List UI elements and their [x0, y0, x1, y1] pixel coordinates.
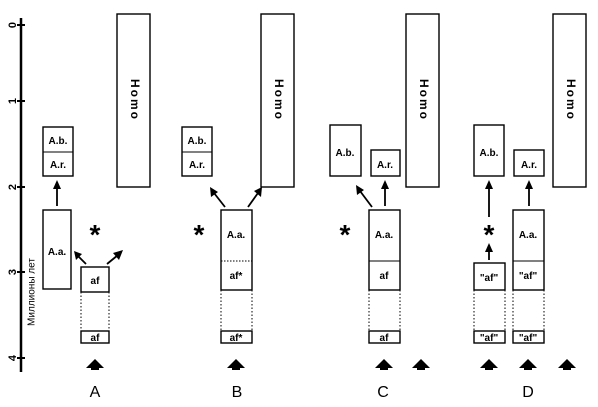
up-marker-stem — [485, 366, 493, 370]
up-marker-icon — [558, 359, 576, 368]
box-label: af — [91, 276, 101, 287]
arrow-left — [359, 190, 373, 208]
box-label: af — [91, 333, 101, 344]
arrow-head — [74, 251, 82, 260]
box-label: A.r. — [521, 160, 537, 171]
box-label: A.r. — [50, 160, 66, 171]
box-label: A.b. — [336, 148, 355, 159]
arrow-right — [247, 192, 259, 208]
box-label: "af" — [480, 333, 499, 344]
arrow-left — [213, 192, 226, 208]
up-marker-icon — [519, 359, 537, 368]
box-d-homo — [552, 13, 587, 188]
box-d-aa-af — [512, 209, 545, 291]
panel-label-a: A — [90, 384, 101, 401]
box-label: A.a. — [227, 230, 246, 241]
box-label: af — [380, 271, 390, 282]
box-a-af — [80, 266, 110, 293]
box-label: A.a. — [519, 230, 538, 241]
up-marker-stem — [417, 366, 425, 370]
panel-b: A.b. A.r. A.a. af* af* Homo * B — [181, 13, 295, 401]
box-label: "af" — [480, 273, 499, 284]
up-marker-icon — [375, 359, 393, 368]
arrow-head — [254, 187, 262, 197]
up-marker-stem — [524, 366, 532, 370]
box-label: A.b. — [49, 136, 68, 147]
arrow-head — [485, 180, 493, 189]
box-label: af* — [230, 333, 243, 344]
arrow-head — [210, 187, 218, 197]
asterisk: * — [194, 219, 205, 250]
box-c-ab — [329, 124, 362, 177]
box-label: A.r. — [189, 160, 205, 171]
box-b-aa-af — [220, 209, 253, 291]
axis-tick-label-1: 1 — [7, 98, 19, 104]
up-marker-icon — [480, 359, 498, 368]
up-marker-icon — [227, 359, 245, 368]
box-label: A.b. — [188, 136, 207, 147]
axis-tick-label-4: 4 — [7, 354, 19, 361]
up-marker-icon — [412, 359, 430, 368]
asterisk: * — [484, 219, 495, 250]
box-c-aa-af — [368, 209, 401, 291]
up-marker-stem — [563, 366, 571, 370]
box-a-af-base — [80, 330, 110, 344]
box-label: "af" — [519, 271, 538, 282]
box-label: af — [380, 333, 390, 344]
arrow-head — [485, 243, 493, 252]
box-d-ar — [513, 149, 545, 177]
panel-label-b: B — [232, 384, 243, 401]
panel-c: A.b. A.r. A.a. af af Homo * C — [329, 13, 440, 401]
box-label: A.b. — [480, 148, 499, 159]
arrow-head — [525, 180, 533, 189]
panel-d: A.b. "af" "af" A.r. A.a. "af" "af" Homo … — [473, 13, 587, 401]
box-d-ab — [473, 124, 505, 177]
up-marker-stem — [232, 366, 240, 370]
up-marker-stem — [380, 366, 388, 370]
box-d-af-left-base — [473, 330, 506, 344]
box-label: "af" — [519, 333, 538, 344]
box-b-af-base — [220, 330, 253, 344]
axis-label: Миллионы лет — [27, 258, 38, 326]
box-label: Homo — [564, 79, 578, 121]
arrow-head — [53, 180, 61, 189]
arrow-head — [113, 250, 123, 260]
box-label: Homo — [417, 79, 431, 121]
arrow-left — [77, 255, 87, 265]
panel-label-d: D — [522, 384, 534, 401]
arrow-head — [381, 180, 389, 189]
box-a-homo — [116, 13, 151, 188]
box-label: A.a. — [375, 230, 394, 241]
box-a-aa — [42, 209, 72, 290]
time-axis: 0 1 2 3 4 Миллионы лет — [7, 18, 38, 372]
asterisk: * — [340, 219, 351, 250]
box-c-ar — [370, 149, 401, 177]
panel-a: A.a. A.r. A.b. af af Homo * A — [42, 13, 151, 401]
up-marker-icon — [86, 359, 104, 368]
box-c-homo — [405, 13, 440, 188]
box-label: Homo — [128, 79, 142, 121]
box-label: af* — [230, 271, 243, 282]
box-d-af-left — [473, 262, 506, 291]
panel-label-c: C — [377, 384, 389, 401]
box-c-af-base — [368, 330, 401, 344]
box-label: A.r. — [377, 160, 393, 171]
axis-tick-label-0: 0 — [7, 22, 19, 28]
box-label: Homo — [272, 79, 286, 121]
axis-tick-label-2: 2 — [7, 184, 19, 190]
arrow-head — [356, 185, 364, 195]
asterisk: * — [90, 219, 101, 250]
box-d-af-right-base — [512, 330, 545, 344]
box-b-homo — [260, 13, 295, 188]
up-marker-stem — [91, 366, 99, 370]
box-label: A.a. — [48, 247, 67, 258]
axis-tick-label-3: 3 — [7, 269, 19, 275]
